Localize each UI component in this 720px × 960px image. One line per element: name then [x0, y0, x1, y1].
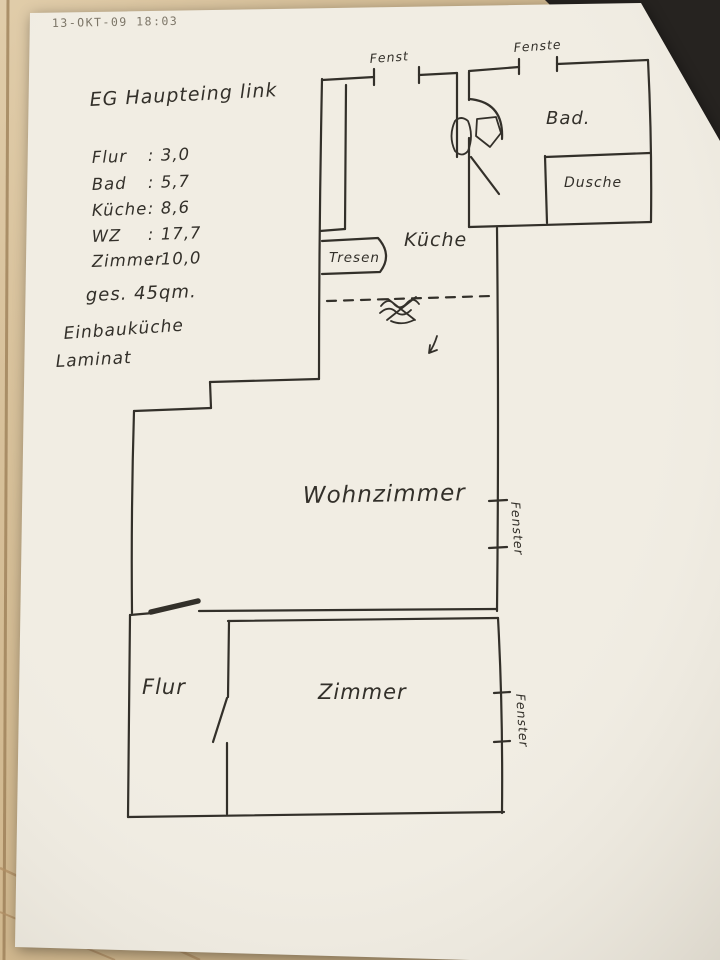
wood-plank-line: [2, 0, 10, 960]
paper-sheet: [15, 3, 720, 960]
room-value: 5,7: [160, 172, 190, 192]
wall-right-main: [495, 226, 500, 613]
room-label: WZ: [91, 226, 121, 246]
room-value: 17,7: [160, 223, 201, 243]
window-tick: [492, 739, 512, 744]
room-row: Zimmer : 10,0: [90, 248, 201, 271]
room-value: 8,6: [160, 198, 190, 218]
wall-bath-top: [467, 65, 521, 73]
label-kueche: Küche: [404, 229, 467, 251]
wall-dusche-top: [543, 151, 652, 159]
wall-kitchen-inner: [343, 83, 348, 231]
window-tick: [487, 498, 509, 503]
label-zimmer: Zimmer: [317, 680, 407, 704]
label-bad: Bad.: [546, 108, 591, 129]
room-colon: :: [147, 173, 154, 192]
sink-icon: [475, 116, 502, 148]
wall-bath-bottom: [467, 220, 653, 229]
wall-kitchen-top: [320, 75, 376, 82]
wall-flur-zimmer-upper: [226, 619, 231, 699]
room-colon: :: [147, 199, 154, 218]
wall-left-living: [130, 409, 136, 615]
arrow-mark: [428, 335, 438, 354]
wall-zimmer-right: [496, 616, 504, 815]
label-wohnzimmer: Wohnzimmer: [303, 480, 467, 509]
wall-step-h1: [208, 377, 321, 384]
wall-bath-top-2: [555, 58, 650, 66]
room-value: 10,0: [160, 248, 201, 268]
toilet-icon: [450, 117, 472, 156]
label-flur: Flur: [142, 675, 186, 699]
wall-living-bottom-right: [197, 607, 499, 613]
label-window-right-2: Fenster: [513, 693, 532, 748]
wall-step-h2: [132, 406, 213, 413]
passage-dashed-line: [325, 294, 493, 303]
room-row: Küche : 8,6: [91, 198, 190, 220]
room-value: 3,0: [160, 145, 190, 165]
door-stroke-living: [148, 598, 201, 615]
wall-kitchen-inner-cap: [318, 227, 347, 233]
photo-timestamp: 13-OKT-09 18:03: [52, 14, 179, 30]
total-area: ges. 45qm.: [85, 281, 197, 306]
wall-zimmer-top: [226, 616, 500, 623]
window-tick: [492, 690, 512, 695]
wall-bath-right: [646, 58, 653, 224]
label-window-top-1: Fenst: [369, 48, 409, 66]
room-label: Zimmer: [90, 250, 163, 272]
label-dusche: Dusche: [564, 175, 622, 191]
paper-shading: [15, 3, 720, 960]
door-leaf-bath: [469, 155, 501, 196]
wall-kitchen-top-2: [417, 71, 459, 77]
room-colon: :: [147, 146, 154, 165]
room-label: Flur: [91, 147, 127, 167]
label-tresen: Tresen: [329, 250, 380, 266]
room-colon: :: [147, 225, 154, 244]
room-row: Flur : 3,0: [91, 145, 190, 167]
counter-tresen: [320, 236, 388, 276]
wall-flur-left: [126, 613, 132, 819]
room-colon: :: [147, 250, 154, 269]
room-row: WZ : 17,7: [91, 223, 201, 246]
room-label: Bad: [91, 174, 127, 194]
feature-laminat: Laminat: [55, 348, 132, 372]
room-row: Bad : 5,7: [91, 172, 190, 194]
room-label: Küche: [91, 199, 147, 220]
wall-step-v: [208, 380, 213, 410]
floorplan-labels: Küche Tresen Bad. Dusche Wohnzimmer Flur…: [142, 37, 622, 748]
label-window-top-2: Fenste: [513, 37, 562, 55]
label-window-right-1: Fenster: [508, 501, 527, 556]
wall-kitchen-left: [317, 77, 324, 381]
wall-dusche-left: [543, 154, 549, 225]
door-arc-bath: [467, 97, 504, 141]
scribble-mark: [379, 296, 420, 325]
wall-bottom: [126, 810, 506, 819]
window-tick: [487, 545, 509, 550]
door-leaf-zimmer: [211, 696, 229, 744]
floorplan-walls: [126, 55, 653, 819]
